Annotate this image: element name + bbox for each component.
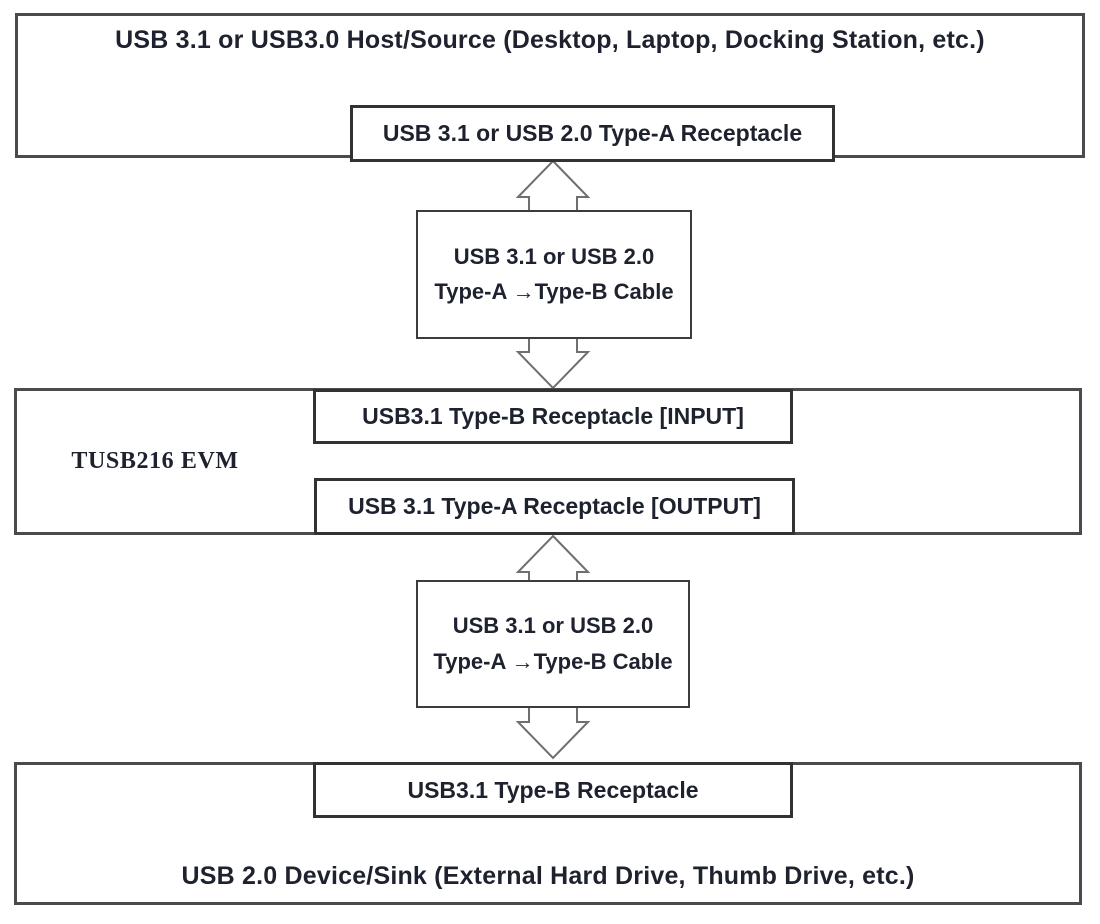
cable-top-line2: Type-A →Type-B Cable: [434, 279, 674, 304]
evm-output-receptacle-box: USB 3.1 Type-A Receptacle [OUTPUT]: [314, 478, 795, 535]
host-type-a-receptacle-label: USB 3.1 or USB 2.0 Type-A Receptacle: [382, 120, 803, 146]
cable-top-line1: USB 3.1 or USB 2.0: [453, 243, 655, 269]
cable-box-top: USB 3.1 or USB 2.0 Type-A →Type-B Cable: [416, 210, 692, 339]
evm-input-receptacle-box: USB3.1 Type-B Receptacle [INPUT]: [313, 389, 793, 444]
device-type-b-receptacle-box: USB3.1 Type-B Receptacle: [313, 762, 793, 818]
cable-box-bottom: USB 3.1 or USB 2.0 Type-A →Type-B Cable: [416, 580, 690, 708]
evm-output-receptacle-label: USB 3.1 Type-A Receptacle [OUTPUT]: [348, 493, 761, 519]
evm-input-receptacle-label: USB3.1 Type-B Receptacle [INPUT]: [362, 403, 744, 429]
device-sink-title: USB 2.0 Device/Sink (External Hard Drive…: [181, 862, 915, 890]
tusb216-evm-label: TUSB216 EVM: [71, 448, 239, 474]
cable-bottom-line2: Type-A →Type-B Cable: [433, 648, 673, 674]
device-type-b-receptacle-label: USB3.1 Type-B Receptacle: [407, 776, 699, 803]
cable-bottom-line1: USB 3.1 or USB 2.0: [452, 613, 654, 639]
host-type-a-receptacle-box: USB 3.1 or USB 2.0 Type-A Receptacle: [350, 105, 835, 162]
host-source-title: USB 3.1 or USB3.0 Host/Source (Desktop, …: [115, 26, 985, 54]
